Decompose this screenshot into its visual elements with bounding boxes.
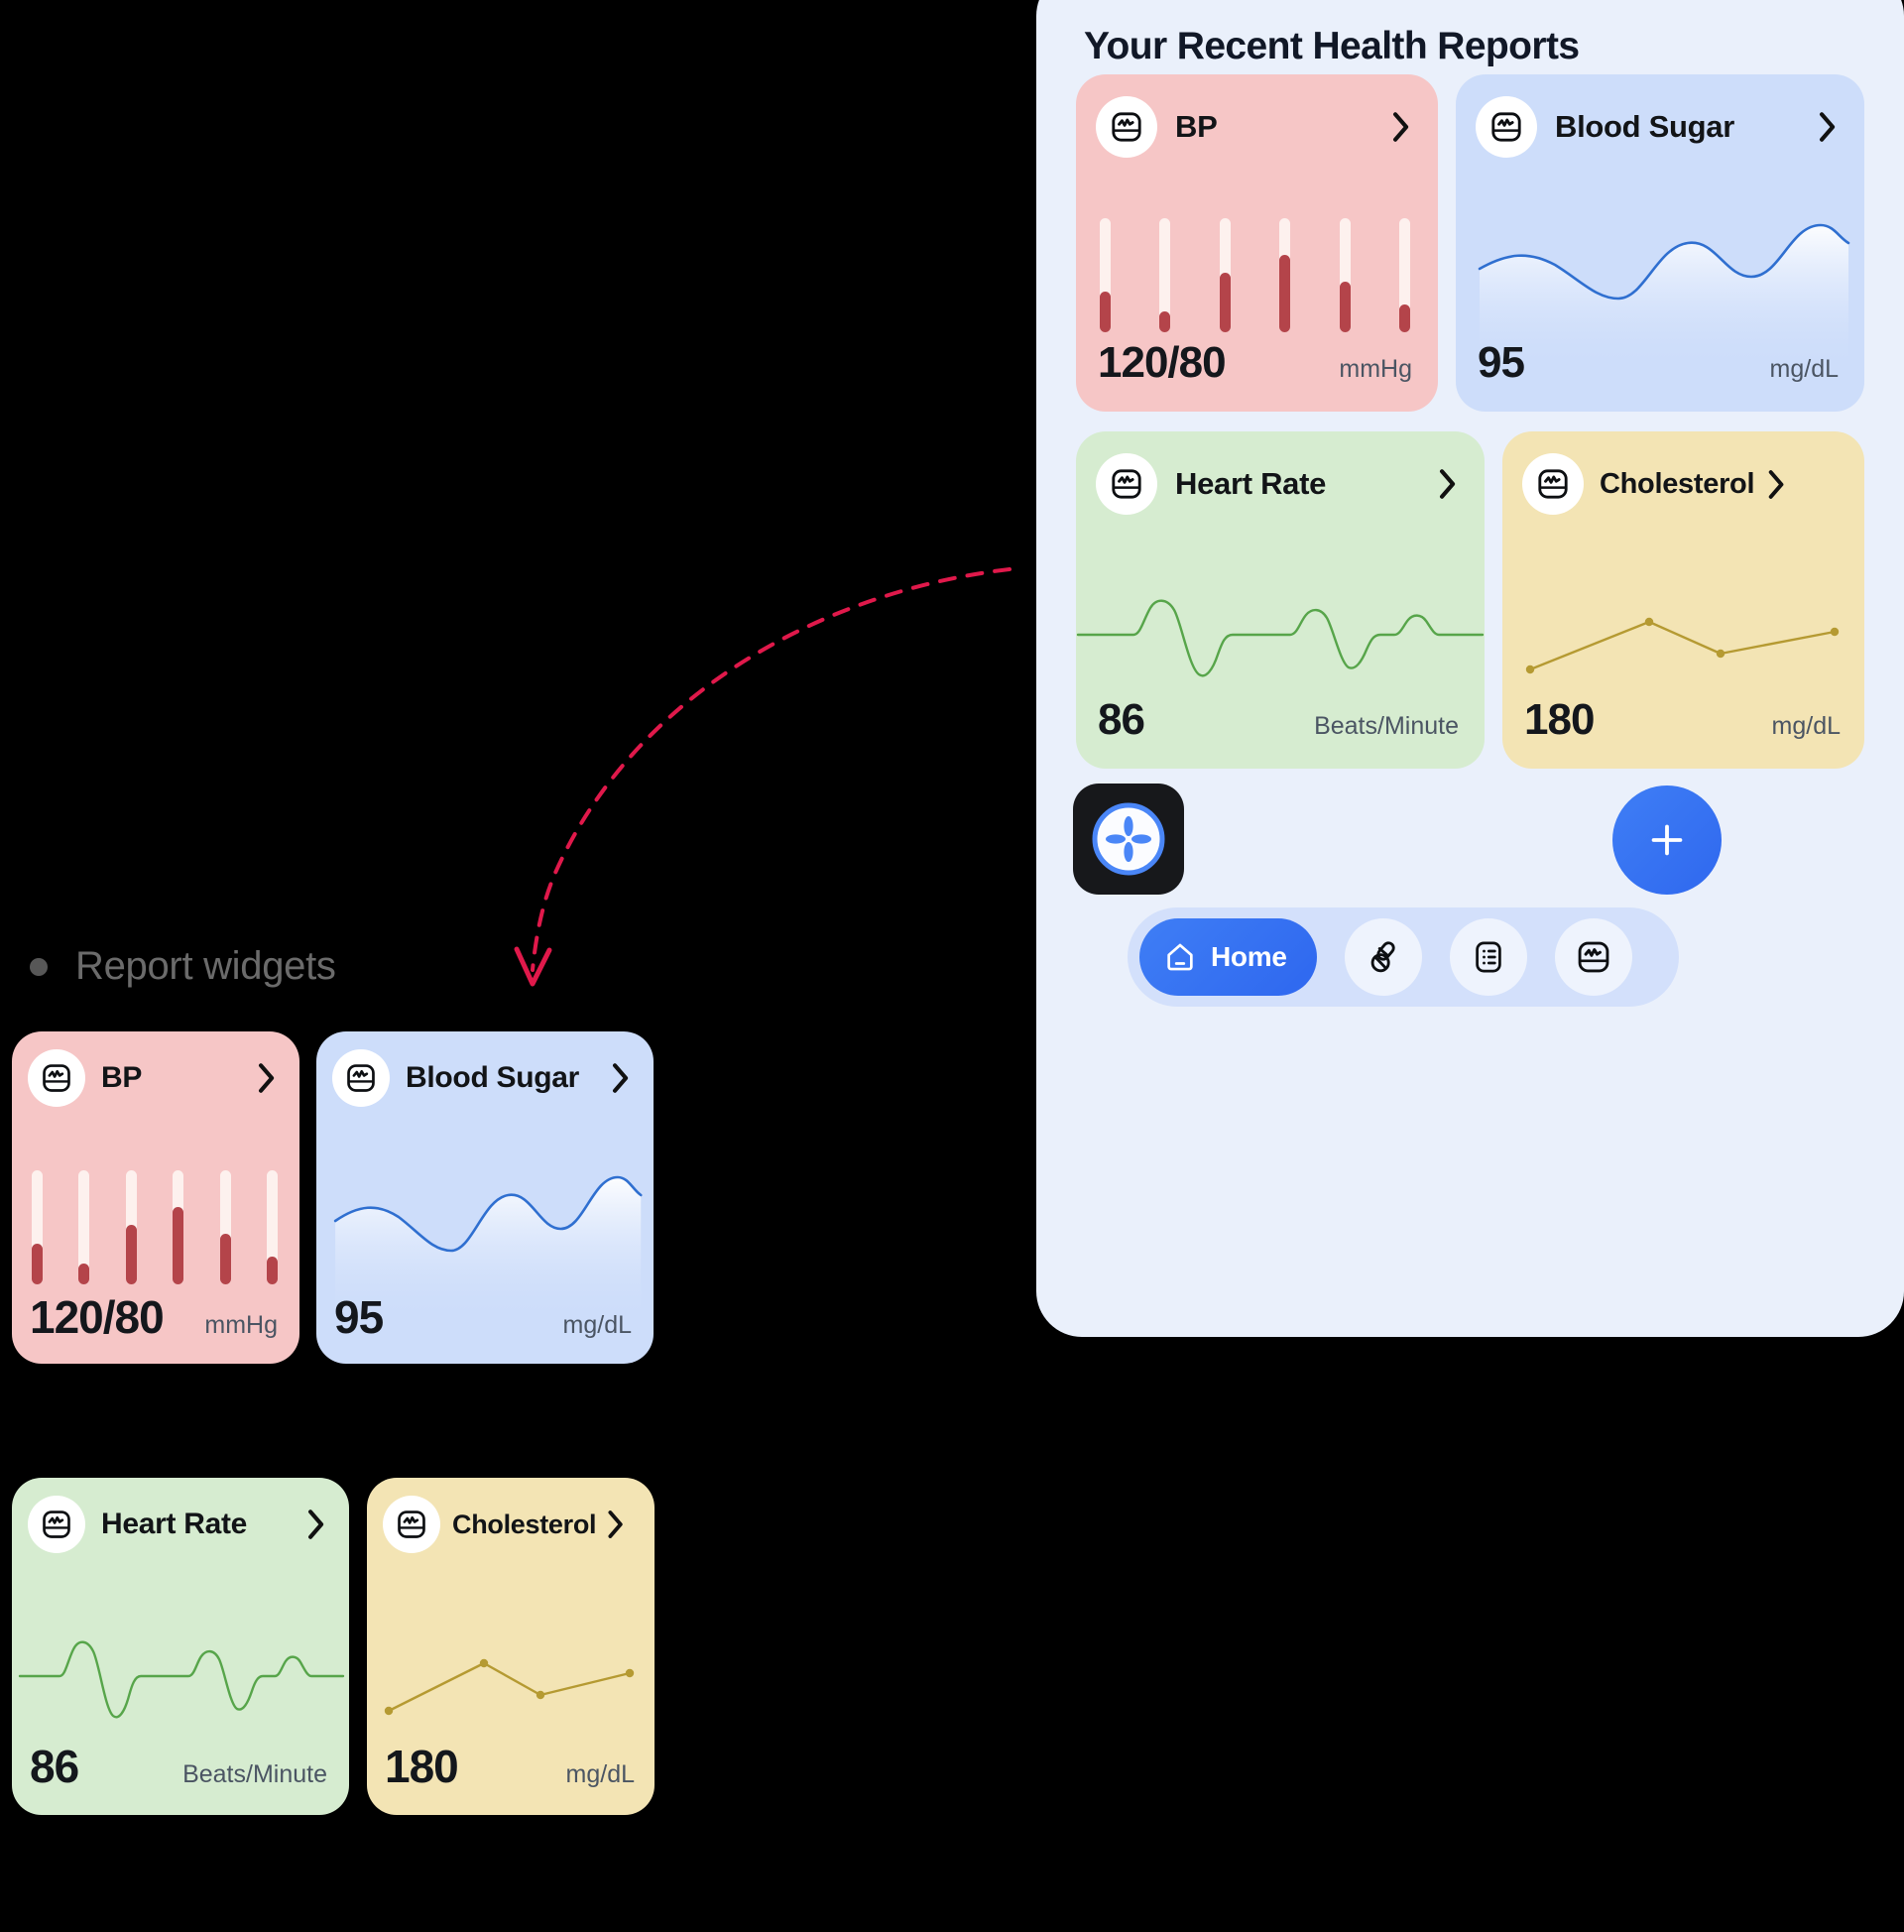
widget-card-bp[interactable]: BP 120/80 mmHg [1076, 74, 1438, 412]
health-monitor-icon [28, 1049, 85, 1107]
widget-card-blood-sugar-preview[interactable]: Blood Sugar 95 mg/dL [316, 1031, 654, 1364]
card-header: Cholesterol [367, 1478, 654, 1553]
health-monitor-icon [1476, 96, 1537, 158]
cursor-pointer-icon [1073, 784, 1184, 895]
card-unit: Beats/Minute [1314, 712, 1459, 740]
health-monitor-icon [28, 1496, 85, 1553]
add-button[interactable] [1612, 785, 1722, 895]
card-footer: 95 mg/dL [316, 1290, 654, 1364]
card-footer: 86 Beats/Minute [12, 1740, 349, 1815]
health-monitor-icon [383, 1496, 440, 1553]
card-value: 95 [334, 1291, 384, 1343]
card-label: BP [1175, 109, 1218, 144]
card-footer: 120/80 mmHg [1076, 338, 1438, 412]
nav-item-home[interactable]: Home [1139, 918, 1317, 996]
card-header: Heart Rate [1076, 431, 1485, 515]
section-label-report-widgets: Report widgets [30, 944, 336, 989]
page-title: Your Recent Health Reports [1084, 25, 1580, 67]
widget-card-bp-preview[interactable]: BP 120/80 mmHg [12, 1031, 299, 1364]
health-monitor-icon [1096, 453, 1157, 515]
home-icon [1163, 940, 1197, 974]
cholesterol-line-chart [367, 1612, 654, 1751]
card-footer: 180 mg/dL [1502, 695, 1864, 769]
card-footer: 180 mg/dL [367, 1740, 654, 1815]
nav-item-records[interactable] [1449, 918, 1527, 996]
card-header: BP [1076, 74, 1438, 158]
card-value: 180 [385, 1741, 459, 1792]
widget-card-cholesterol[interactable]: Cholesterol 180 mg/dL [1502, 431, 1864, 769]
blood-sugar-area-chart [316, 1155, 654, 1314]
chevron-right-icon[interactable] [610, 1061, 632, 1095]
card-value: 86 [30, 1741, 79, 1792]
phone-preview-panel: Your Recent Health Reports BP [1036, 0, 1904, 1337]
card-unit: Beats/Minute [182, 1760, 327, 1788]
health-monitor-icon [1522, 453, 1584, 515]
card-value: 180 [1524, 695, 1595, 744]
card-header: Blood Sugar [316, 1031, 654, 1107]
card-label: Blood Sugar [406, 1061, 580, 1094]
chevron-right-icon[interactable] [1766, 468, 1787, 501]
card-value: 86 [1098, 695, 1145, 744]
card-header: Blood Sugar [1456, 74, 1864, 158]
card-footer: 95 mg/dL [1456, 338, 1864, 412]
health-monitor-icon [1575, 938, 1612, 976]
widget-card-blood-sugar[interactable]: Blood Sugar 95 mg/dL [1456, 74, 1864, 412]
widget-card-heart-rate[interactable]: Heart Rate 86 Beats/Minute [1076, 431, 1485, 769]
section-label-text: Report widgets [75, 944, 336, 988]
bottom-navigation-bar: Home [1128, 907, 1679, 1007]
card-footer: 86 Beats/Minute [1076, 695, 1485, 769]
card-header: Cholesterol [1502, 431, 1864, 515]
chevron-right-icon[interactable] [305, 1508, 327, 1541]
nav-item-meds[interactable] [1344, 918, 1422, 996]
card-value: 120/80 [30, 1291, 165, 1343]
nav-item-label-home: Home [1211, 941, 1287, 972]
chevron-right-icon[interactable] [606, 1509, 626, 1540]
widget-card-heart-rate-preview[interactable]: Heart Rate 86 Beats/Minute [12, 1478, 349, 1815]
heart-rate-ecg-chart [1076, 560, 1485, 709]
section-bullet-icon [30, 957, 48, 976]
cholesterol-line-chart [1502, 570, 1864, 709]
nav-item-vitals[interactable] [1554, 918, 1632, 996]
card-unit: mmHg [204, 1311, 278, 1339]
chevron-right-icon[interactable] [256, 1061, 278, 1095]
card-footer: 120/80 mmHg [12, 1290, 299, 1364]
chevron-right-icon[interactable] [1437, 467, 1459, 501]
card-unit: mmHg [1339, 355, 1412, 383]
card-unit: mg/dL [1769, 355, 1839, 383]
card-unit: mg/dL [1771, 712, 1841, 740]
card-label: Heart Rate [1175, 466, 1327, 501]
card-header: BP [12, 1031, 299, 1107]
chevron-right-icon[interactable] [1817, 110, 1839, 144]
card-unit: mg/dL [562, 1311, 632, 1339]
card-label: Blood Sugar [1555, 109, 1734, 144]
blood-sugar-area-chart [1456, 203, 1864, 362]
heart-rate-ecg-chart [12, 1602, 349, 1751]
health-monitor-icon [332, 1049, 390, 1107]
card-value: 120/80 [1098, 338, 1227, 387]
bp-bar-chart [1076, 218, 1438, 332]
health-monitor-icon [1096, 96, 1157, 158]
pills-icon [1365, 938, 1402, 976]
widget-card-cholesterol-preview[interactable]: Cholesterol 180 mg/dL [367, 1478, 654, 1815]
bp-bar-chart [12, 1170, 299, 1284]
chevron-right-icon[interactable] [1390, 110, 1412, 144]
card-value: 95 [1478, 338, 1525, 387]
card-label: Cholesterol [1600, 467, 1755, 500]
card-label: BP [101, 1061, 143, 1094]
card-label: Heart Rate [101, 1508, 248, 1540]
list-document-icon [1471, 939, 1506, 975]
card-label: Cholesterol [452, 1509, 597, 1539]
card-unit: mg/dL [565, 1760, 635, 1788]
card-header: Heart Rate [12, 1478, 349, 1553]
